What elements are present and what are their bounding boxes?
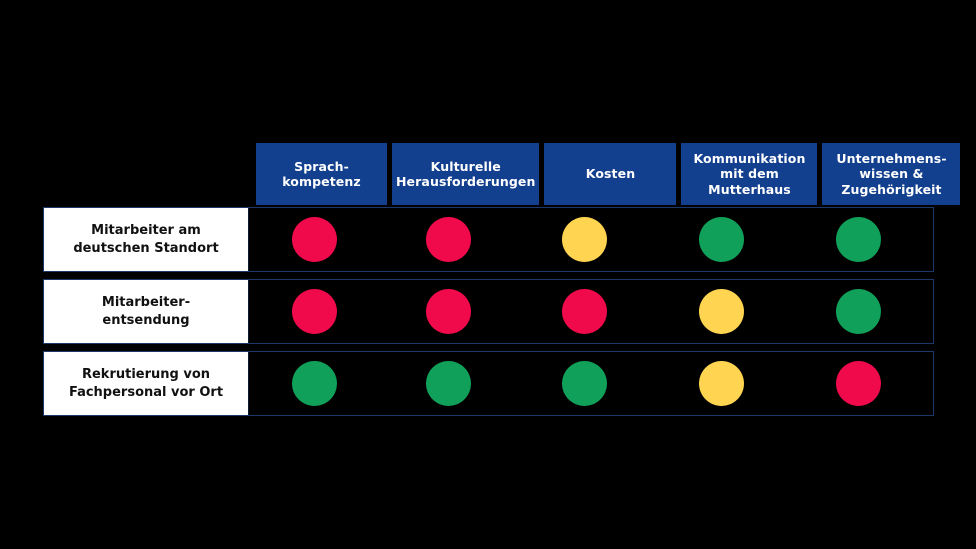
rating-cell	[653, 352, 789, 415]
status-dot	[425, 217, 471, 262]
rating-cell	[653, 208, 789, 271]
table-row: Mitarbeiter am deutschen Standort	[43, 207, 934, 272]
status-dot	[562, 217, 607, 262]
status-dot	[835, 289, 881, 334]
row-label-mitarbeiterentsendung: Mitarbeiter- entsendung	[44, 280, 249, 343]
rating-cell	[653, 280, 789, 343]
rating-cell	[380, 280, 516, 343]
status-dot	[698, 217, 744, 262]
rating-cell	[789, 352, 927, 415]
status-dot	[425, 289, 471, 334]
row-cells	[249, 208, 933, 271]
column-header-unternehmenswissen-zugehoerigkeit: Unternehmens- wissen & Zugehörigkeit	[822, 143, 961, 205]
rating-cell	[380, 352, 516, 415]
status-dot	[698, 289, 744, 334]
row-cells	[249, 352, 933, 415]
status-dot	[292, 217, 337, 262]
row-label-mitarbeiter-deutscher-standort: Mitarbeiter am deutschen Standort	[44, 208, 249, 271]
table-row: Rekrutierung von Fachpersonal vor Ort	[43, 351, 934, 416]
rating-cell	[249, 280, 380, 343]
column-header-kosten: Kosten	[544, 143, 677, 205]
table-row: Mitarbeiter- entsendung	[43, 279, 934, 344]
rating-cell	[249, 208, 380, 271]
rating-cell	[789, 208, 927, 271]
status-dot	[835, 361, 881, 406]
status-dot	[698, 361, 744, 406]
column-header-sprachkompetenz: Sprach- kompetenz	[256, 143, 387, 205]
rating-cell	[516, 280, 653, 343]
status-dot	[292, 289, 337, 334]
status-dot	[835, 217, 881, 262]
rating-cell	[516, 208, 653, 271]
status-dot	[425, 361, 471, 406]
row-label-rekrutierung-fachpersonal-vor-ort: Rekrutierung von Fachpersonal vor Ort	[44, 352, 249, 415]
rating-cell	[380, 208, 516, 271]
column-header-kommunikation-mutterhaus: Kommunikation mit dem Mutterhaus	[681, 143, 818, 205]
rating-cell	[249, 352, 380, 415]
rating-cell	[516, 352, 653, 415]
rating-cell	[789, 280, 927, 343]
status-dot	[562, 361, 607, 406]
status-dot	[562, 289, 607, 334]
column-header-kulturelle-herausforderungen: Kulturelle Herausforderungen	[392, 143, 540, 205]
status-dot	[292, 361, 337, 406]
row-cells	[249, 280, 933, 343]
matrix-header-row: Sprach- kompetenz Kulturelle Herausforde…	[256, 143, 961, 205]
